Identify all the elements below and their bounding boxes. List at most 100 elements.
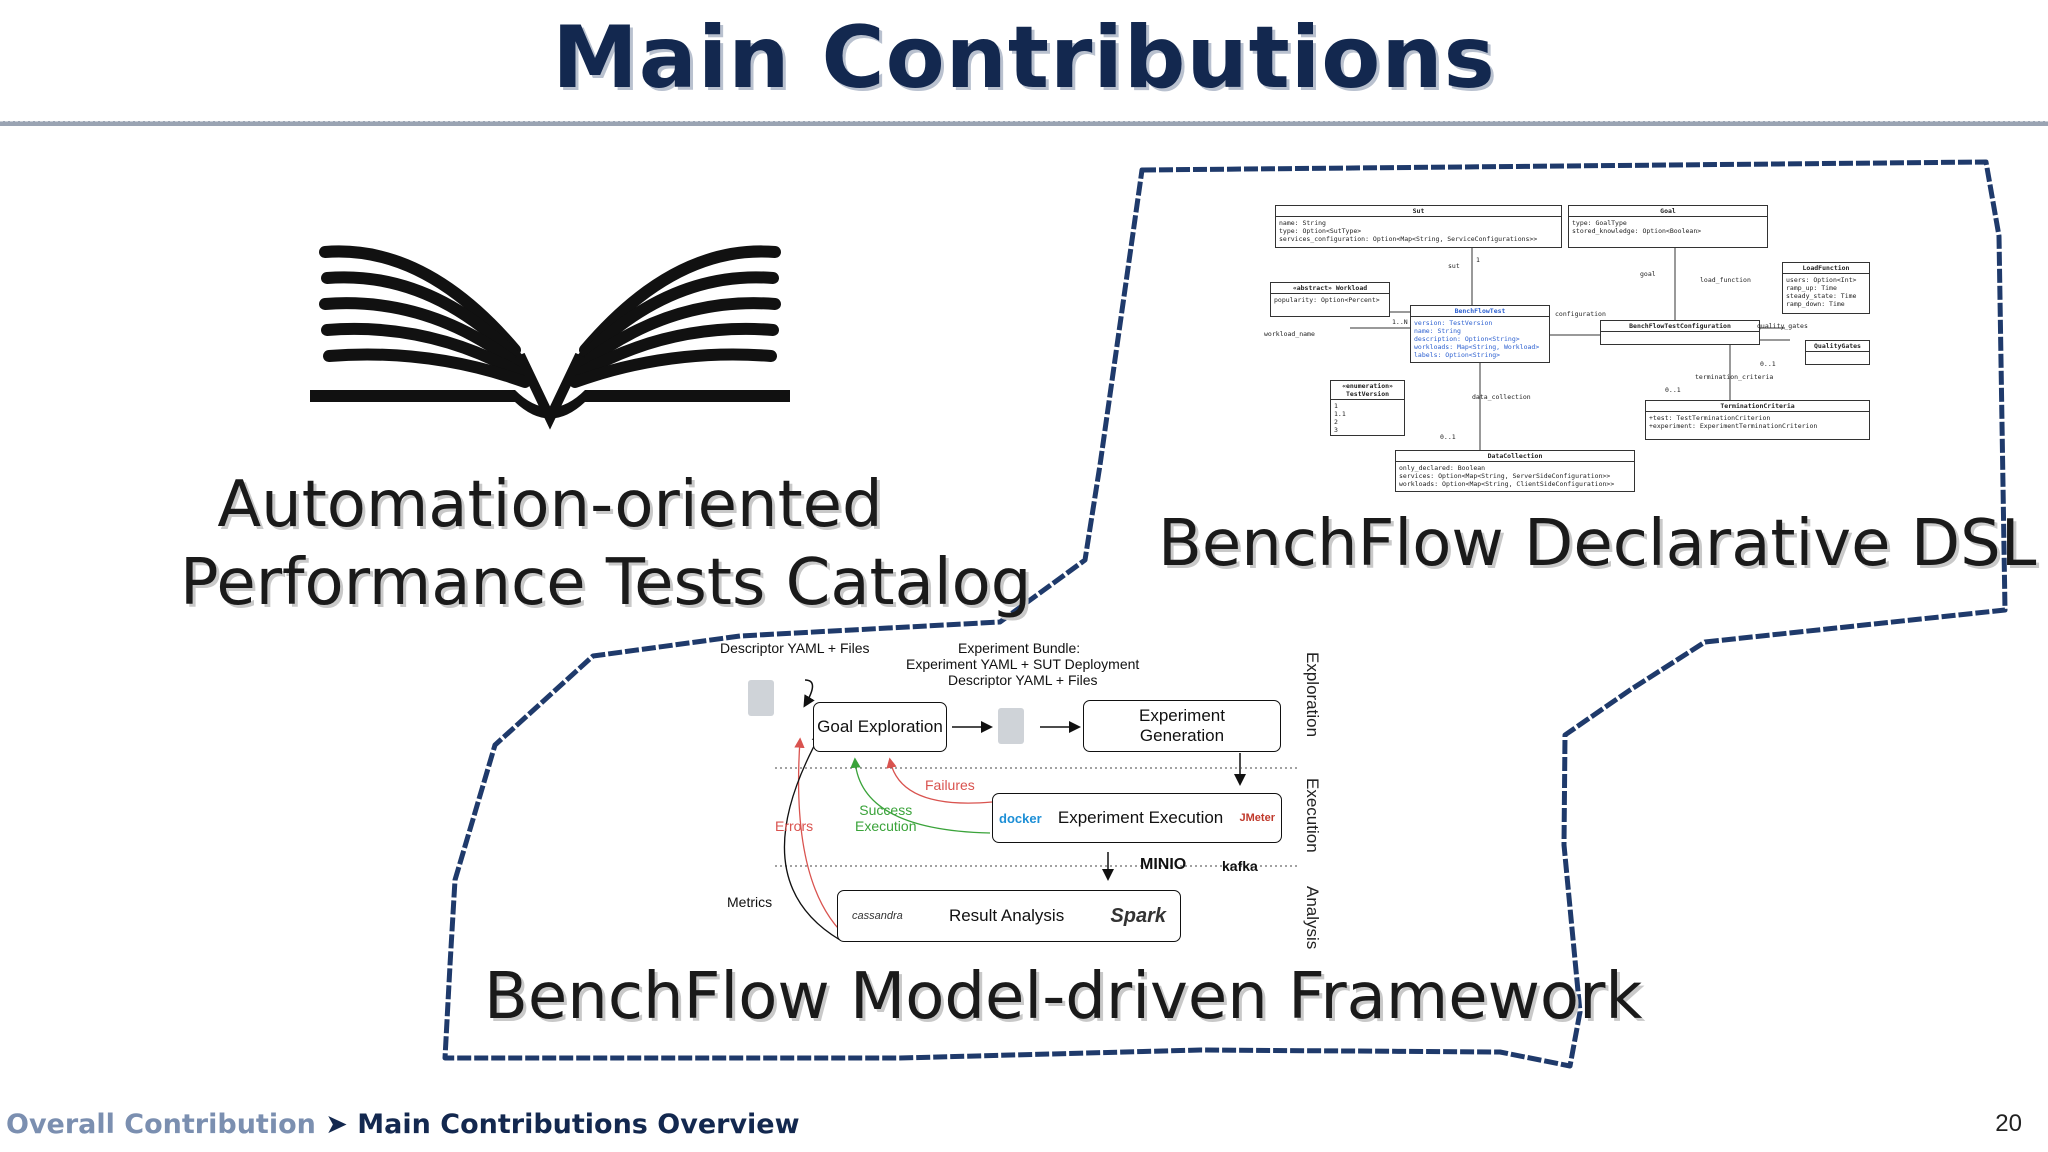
uml-attr: users: Option<Int> <box>1786 276 1857 284</box>
spark-logo: Spark <box>1110 904 1166 927</box>
jmeter-logo: JMeter <box>1239 812 1275 824</box>
uml-attr: services_configuration: Option<Map<Strin… <box>1279 235 1538 243</box>
experiment-generation-box: Experiment Generation <box>1083 700 1281 752</box>
edge-label: 0..1 <box>1440 433 1456 441</box>
uml-class-loadfunction: LoadFunction users: Option<Int> ramp_up:… <box>1782 262 1870 314</box>
uml-attr: labels: Option<String> <box>1414 351 1501 359</box>
uml-attr: popularity: Option<Percent> <box>1274 296 1380 304</box>
bundle-text: Experiment Bundle: Experiment YAML + SUT… <box>900 640 1320 688</box>
minio-logo: MINIO <box>1140 856 1187 873</box>
cassandra-logo: cassandra <box>852 910 903 922</box>
page-number: 20 <box>1995 1110 2022 1137</box>
uml-attr: workloads: Option<Map<String, ClientSide… <box>1399 480 1615 488</box>
bundle-line-2: Experiment YAML + SUT Deployment <box>906 656 1140 672</box>
edge-label: quality_gates <box>1757 322 1808 330</box>
uml-attr: services: Option<Map<String, ServerSideC… <box>1399 472 1611 480</box>
title-divider <box>0 121 2048 126</box>
uml-attr: type: Option<SutType> <box>1279 227 1362 235</box>
uml-attr: +experiment: ExperimentTerminationCriter… <box>1649 422 1818 430</box>
experiment-execution-label: Experiment Execution <box>1057 808 1224 827</box>
framework-diagram: Descriptor YAML + Files Experiment Bundl… <box>700 640 1322 960</box>
catalog-label: Automation-oriented Performance Tests Ca… <box>180 466 1032 622</box>
docker-logo: docker <box>999 810 1042 826</box>
framework-label: BenchFlow Model-driven Framework <box>484 960 1643 1034</box>
uml-attr: type: GoalType <box>1572 219 1627 227</box>
framework-arrows <box>775 679 1300 941</box>
catalog-line-2: Performance Tests Catalog <box>180 546 1032 620</box>
uml-attr: 2 <box>1334 418 1338 426</box>
edge-label: 0..1 <box>1665 386 1681 394</box>
result-analysis-box: cassandra Result Analysis Spark <box>837 890 1181 942</box>
uml-class-title: TerminationCriteria <box>1646 401 1869 412</box>
bundle-line-1: Experiment Bundle: <box>958 640 1081 656</box>
edge-label: load_function <box>1700 276 1751 284</box>
edge-label: workload_name <box>1264 330 1315 338</box>
edge-label: goal <box>1640 270 1656 278</box>
uml-class-title: «enumeration» TestVersion <box>1331 381 1404 400</box>
uml-attr: stored_knowledge: Option<Boolean> <box>1572 227 1702 235</box>
uml-class-qualitygates: QualityGates <box>1805 340 1870 365</box>
edge-label: termination_criteria <box>1695 373 1774 381</box>
uml-edges <box>1350 242 1790 452</box>
uml-class-title: Goal <box>1569 206 1767 217</box>
failures-label: Failures <box>925 777 975 793</box>
metrics-label: Metrics <box>727 894 773 910</box>
success-execution-label: Success Execution <box>855 802 917 834</box>
uml-class-datacollection: DataCollection only_declared: Boolean se… <box>1395 450 1635 492</box>
edge-label: 1..N <box>1392 318 1408 326</box>
slide-title: Main Contributions <box>552 8 1496 108</box>
uml-attr: name: String <box>1279 219 1326 227</box>
phase-exploration: Exploration <box>1303 652 1322 738</box>
edge-label: sut <box>1448 262 1460 270</box>
uml-class-goal: Goal type: GoalType stored_knowledge: Op… <box>1568 205 1768 248</box>
uml-attr: 1 <box>1334 402 1338 410</box>
uml-attr: +test: TestTerminationCriterion <box>1649 414 1771 422</box>
uml-attr: name: String <box>1414 327 1461 335</box>
uml-class-sut: Sut name: String type: Option<SutType> s… <box>1275 205 1562 248</box>
open-book-icon <box>310 245 790 430</box>
edge-label: 0..1 <box>1760 360 1776 368</box>
result-analysis-label: Result Analysis <box>948 906 1065 925</box>
uml-class-title: Sut <box>1276 206 1561 217</box>
uml-class-termination: TerminationCriteria +test: TestTerminati… <box>1645 400 1870 440</box>
uml-attr: only_declared: Boolean <box>1399 464 1486 472</box>
bundle-line-3: Descriptor YAML + Files <box>948 672 1098 688</box>
breadcrumb-item[interactable]: Overall Contribution <box>6 1109 316 1140</box>
edge-label: configuration <box>1555 310 1606 318</box>
uml-attr: ramp_up: Time <box>1786 284 1837 292</box>
uml-class-config: BenchFlowTestConfiguration <box>1600 320 1760 345</box>
experiment-execution-box: docker Experiment Execution JMeter <box>992 793 1282 843</box>
edge-label: data_collection <box>1472 393 1531 401</box>
uml-class-title: BenchFlowTest <box>1411 306 1549 317</box>
phase-analysis: Analysis <box>1303 886 1322 950</box>
document-icon <box>998 708 1024 744</box>
breadcrumb: Overall Contribution ➤ Main Contribution… <box>6 1109 800 1140</box>
catalog-line-1: Automation-oriented <box>217 468 883 542</box>
uml-attr: description: Option<String> <box>1414 335 1520 343</box>
uml-class-workload: «abstract» Workload popularity: Option<P… <box>1270 282 1390 317</box>
uml-class-testversion: «enumeration» TestVersion 1 1.1 2 3 <box>1330 380 1405 436</box>
document-icon <box>748 680 774 716</box>
uml-attr: steady_state: Time <box>1786 292 1857 300</box>
descriptor-text: Descriptor YAML + Files <box>720 640 870 656</box>
uml-class-title: «abstract» Workload <box>1271 283 1389 294</box>
edge-label: 1 <box>1476 256 1480 264</box>
kafka-logo: kafka <box>1222 858 1258 874</box>
phase-execution: Execution <box>1303 778 1322 853</box>
breadcrumb-current[interactable]: Main Contributions Overview <box>357 1109 800 1140</box>
uml-class-benchflowtest: BenchFlowTest version: TestVersion name:… <box>1410 305 1550 363</box>
uml-class-title: DataCollection <box>1396 451 1634 462</box>
uml-class-title: QualityGates <box>1806 341 1869 352</box>
uml-attr: workloads: Map<String, Workload> <box>1414 343 1540 351</box>
uml-attr: ramp_down: Time <box>1786 300 1845 308</box>
uml-class-title: LoadFunction <box>1783 263 1869 274</box>
breadcrumb-separator: ➤ <box>325 1109 348 1140</box>
uml-class-title: BenchFlowTestConfiguration <box>1601 321 1759 332</box>
uml-attr: 1.1 <box>1334 410 1346 418</box>
uml-attr: 3 <box>1334 426 1338 434</box>
errors-label: Errors <box>775 818 814 834</box>
dsl-uml-diagram: Sut name: String type: Option<SutType> s… <box>1260 200 1880 500</box>
goal-exploration-box: Goal Exploration <box>813 702 947 752</box>
dsl-label: BenchFlow Declarative DSL <box>1158 507 2037 581</box>
